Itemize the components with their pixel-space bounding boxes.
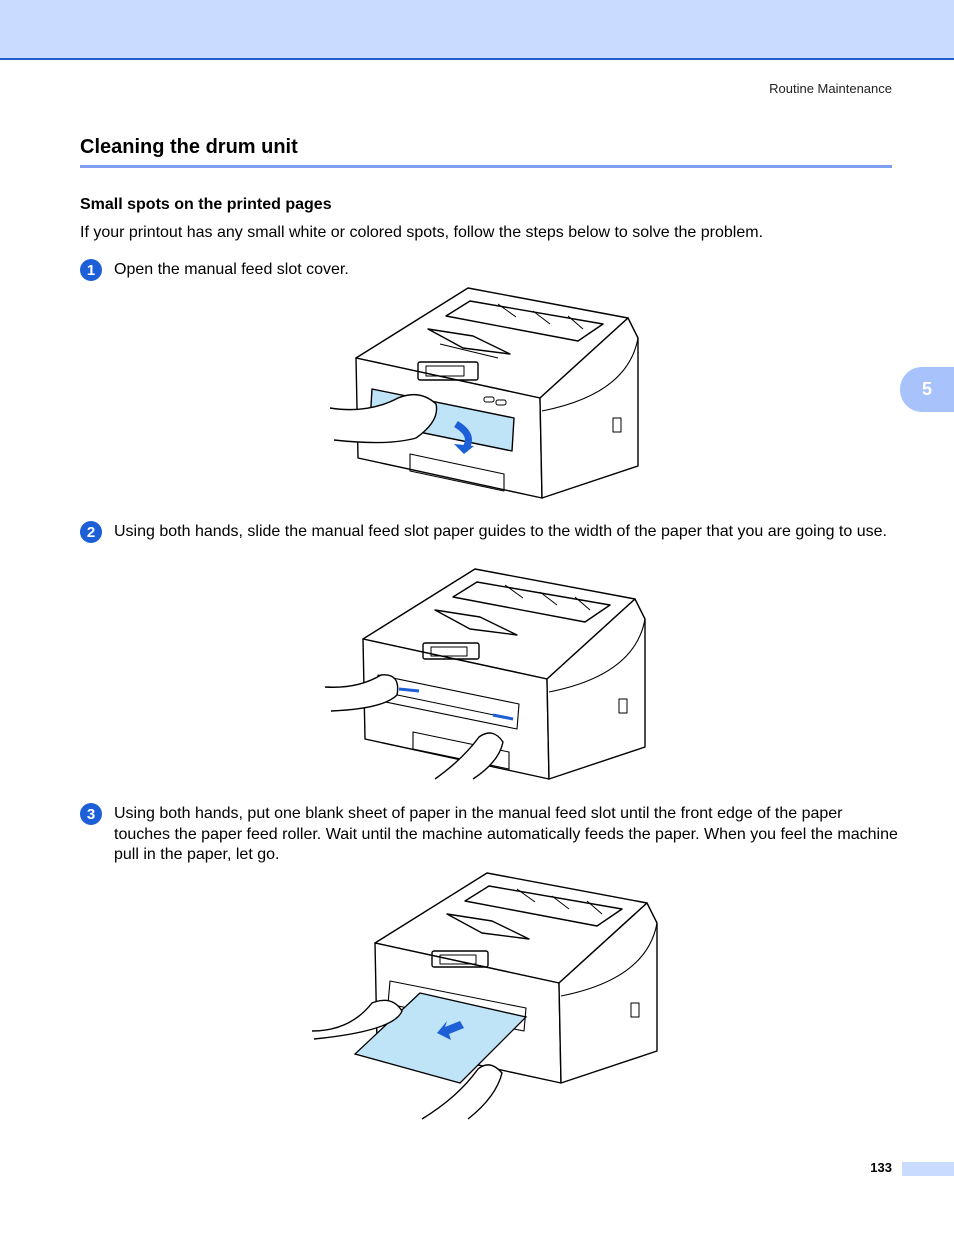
printer-paper-guides-illustration bbox=[324, 568, 646, 780]
header-band bbox=[0, 0, 954, 60]
step-1-text: Open the manual feed slot cover. bbox=[114, 261, 349, 278]
step-2-badge: 2 bbox=[80, 521, 102, 543]
intro-paragraph: If your printout has any small white or … bbox=[80, 224, 764, 241]
subsection-title: Small spots on the printed pages bbox=[80, 196, 332, 213]
section-title: Cleaning the drum unit bbox=[80, 136, 298, 158]
step-2-text: Using both hands, slide the manual feed … bbox=[114, 523, 887, 540]
printer-open-cover-illustration bbox=[329, 287, 639, 499]
step-3-badge: 3 bbox=[80, 803, 102, 825]
chapter-tab[interactable]: 5 bbox=[900, 367, 954, 412]
page-number: 133 bbox=[870, 1160, 892, 1175]
running-header: Routine Maintenance bbox=[769, 81, 892, 96]
printer-insert-paper-illustration bbox=[311, 872, 658, 1120]
step-1-badge: 1 bbox=[80, 259, 102, 281]
footer-bar bbox=[902, 1162, 954, 1176]
step-3-text: Using both hands, put one blank sheet of… bbox=[114, 805, 898, 863]
section-title-rule bbox=[80, 165, 892, 168]
